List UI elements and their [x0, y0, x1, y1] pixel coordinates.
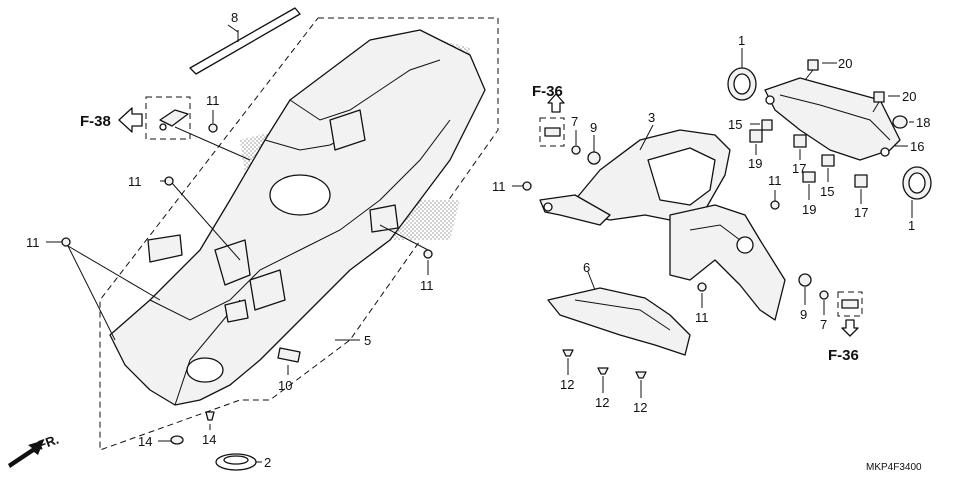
callout-9: 9 — [800, 307, 807, 322]
callout-15: 15 — [728, 117, 742, 132]
fender-opening — [269, 174, 331, 216]
front-direction-label: FR. — [36, 432, 61, 453]
callout-1: 1 — [908, 218, 915, 233]
license-bracket — [669, 204, 786, 321]
callout-10: 10 — [278, 378, 292, 393]
callout-2: 2 — [264, 455, 271, 470]
callout-12: 12 — [560, 377, 574, 392]
fender-opening — [186, 357, 224, 383]
reference-f36-right: F-36 — [828, 347, 859, 364]
callout-3: 3 — [648, 110, 655, 125]
callout-15: 15 — [820, 184, 834, 199]
reference-f36-left: F-36 — [532, 83, 563, 100]
reference-f38: F-38 — [80, 113, 111, 130]
callout-1: 1 — [738, 33, 745, 48]
callout-17: 17 — [854, 205, 868, 220]
callout-12: 12 — [633, 400, 647, 415]
callout-9: 9 — [590, 120, 597, 135]
reflector-bracket — [764, 77, 901, 161]
rear-fender-bracket-group — [512, 93, 863, 398]
callout-19: 19 — [748, 156, 762, 171]
callout-12: 12 — [595, 395, 609, 410]
rubber-pad — [277, 347, 301, 363]
callout-11: 11 — [206, 93, 220, 108]
callout-20: 20 — [838, 56, 852, 71]
callout-17: 17 — [792, 161, 806, 176]
callout-16: 16 — [910, 139, 924, 154]
callout-11: 11 — [420, 278, 434, 293]
callout-14: 14 — [138, 434, 152, 449]
callout-20: 20 — [902, 89, 916, 104]
detail-box — [837, 291, 863, 317]
callout-14: 14 — [202, 432, 216, 447]
callout-5: 5 — [364, 333, 371, 348]
arrow-up-icon — [547, 93, 565, 113]
callout-8: 8 — [231, 10, 238, 25]
callout-labels: F-38 F-36 F-36 FR. MKP4F3400 8 11 11 11 … — [26, 10, 930, 473]
callout-6: 6 — [583, 260, 590, 275]
callout-7: 7 — [820, 317, 827, 332]
callout-18: 18 — [916, 115, 930, 130]
mud-guard — [547, 287, 691, 356]
callout-19: 19 — [802, 202, 816, 217]
arrow-down-icon — [841, 319, 859, 337]
callout-11: 11 — [695, 310, 709, 325]
arrow-left-icon — [118, 107, 143, 133]
detail-box — [145, 96, 191, 140]
callout-11: 11 — [26, 235, 40, 250]
band-strap — [189, 7, 301, 75]
tail-light-group — [727, 48, 932, 218]
callout-11: 11 — [768, 173, 782, 188]
diagram-code: MKP4F3400 — [866, 462, 922, 473]
detail-box — [539, 117, 565, 147]
rear-fender-group — [8, 7, 499, 471]
callout-11: 11 — [128, 174, 142, 189]
callout-7: 7 — [571, 114, 578, 129]
callout-11: 11 — [492, 179, 506, 194]
front-direction-arrow-icon — [8, 440, 44, 468]
